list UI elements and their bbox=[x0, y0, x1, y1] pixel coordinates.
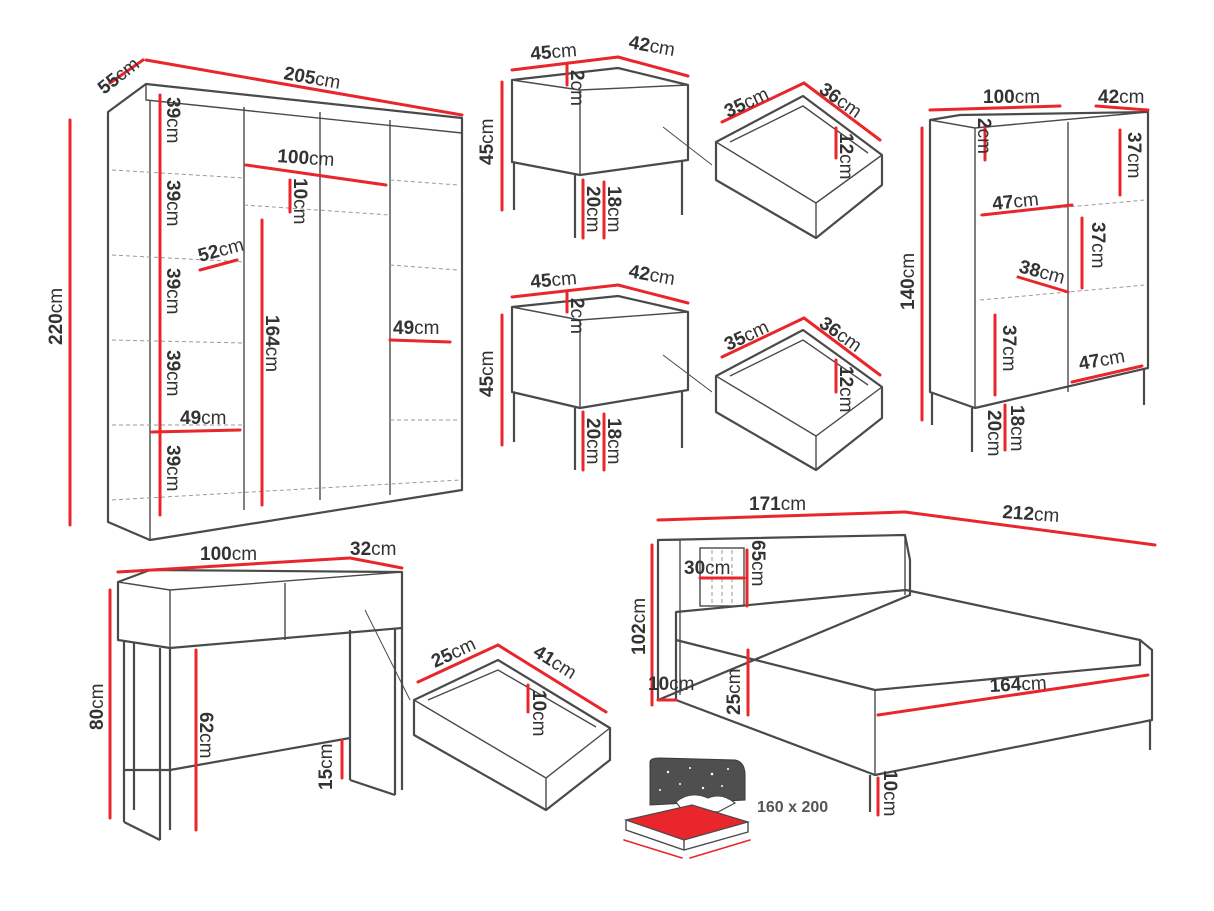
console-frame-label: 15cm bbox=[316, 744, 337, 790]
console-drawer-height-label: 10cm bbox=[528, 690, 549, 736]
wardrobe-rail-gap-label: 10cm bbox=[289, 178, 310, 224]
console-drawer bbox=[412, 643, 612, 812]
showcase-shelf-width-label: 47cm bbox=[991, 189, 1039, 215]
drawer-top-labels: 35cm 36cm 12cm bbox=[721, 79, 865, 180]
bed-side-label: 25cm bbox=[724, 669, 745, 715]
bed-panel-width-label: 30cm bbox=[684, 558, 730, 579]
bed-panel-height-label: 65cm bbox=[747, 540, 768, 586]
showcase-shelf-low-label: 37cm bbox=[998, 325, 1019, 371]
nightstand-top-leg-inner-label: 18cm bbox=[603, 186, 624, 232]
drawer-bottom bbox=[714, 316, 884, 472]
console-depth-label: 32cm bbox=[350, 539, 396, 560]
bed-headboard-label: 102cm bbox=[629, 598, 650, 655]
wardrobe-shelf-4-label: 39cm bbox=[162, 350, 183, 396]
drawer-bottom-depth-label: 36cm bbox=[815, 313, 865, 357]
showcase bbox=[920, 104, 1150, 452]
drawer-bottom-height-label: 12cm bbox=[835, 366, 856, 412]
showcase-shelf-mid-label: 37cm bbox=[1087, 222, 1108, 268]
nightstand-bottom bbox=[500, 283, 713, 472]
console-labels: 100cm 32cm 80cm 62cm 15cm bbox=[87, 539, 396, 790]
bed-leg-label: 10cm bbox=[879, 770, 900, 816]
console bbox=[108, 556, 411, 841]
nightstand-bottom-top-label: 2cm bbox=[566, 298, 587, 334]
bed-base-label: 10cm bbox=[648, 674, 694, 695]
mattress-size-label: 160 x 200 bbox=[757, 799, 828, 816]
showcase-width-label: 100cm bbox=[983, 87, 1040, 108]
showcase-depth-label: 42cm bbox=[1098, 87, 1144, 108]
nightstand-top-leg-label: 20cm bbox=[582, 186, 603, 232]
wardrobe bbox=[68, 58, 464, 542]
drawer-top bbox=[714, 81, 884, 240]
nightstand-bottom-leg-inner-label: 18cm bbox=[603, 418, 624, 464]
mattress-icon bbox=[623, 757, 751, 859]
bed bbox=[650, 510, 1157, 817]
bed-width-label: 171cm bbox=[749, 494, 806, 515]
nightstand-bottom-width-label: 45cm bbox=[530, 268, 578, 293]
bed-labels: 171cm 212cm 102cm 30cm 65cm 10cm 25cm 16… bbox=[629, 494, 1060, 816]
drawer-top-height-label: 12cm bbox=[835, 133, 856, 179]
showcase-height-label: 140cm bbox=[898, 253, 919, 310]
showcase-leg-inner-label: 18cm bbox=[1006, 405, 1027, 451]
nightstand-bottom-labels: 45cm 42cm 45cm 2cm 20cm 18cm bbox=[477, 261, 677, 464]
wardrobe-shelf-2-label: 39cm bbox=[162, 180, 183, 226]
nightstand-bottom-height-label: 45cm bbox=[477, 351, 498, 397]
wardrobe-right-shelf-label: 49cm bbox=[393, 318, 439, 339]
console-height-label: 80cm bbox=[87, 684, 108, 730]
console-inner-height-label: 62cm bbox=[195, 712, 216, 758]
nightstand-bottom-depth-label: 42cm bbox=[627, 261, 676, 290]
nightstand-top-depth-label: 42cm bbox=[627, 32, 676, 61]
showcase-labels: 100cm 42cm 140cm 2cm 37cm 47cm 37cm 38cm… bbox=[898, 87, 1144, 456]
wardrobe-shelf-5-label: 39cm bbox=[162, 445, 183, 491]
wardrobe-shelf-3-label: 39cm bbox=[162, 268, 183, 314]
showcase-leg-label: 20cm bbox=[983, 410, 1004, 456]
drawer-top-depth-label: 36cm bbox=[815, 79, 865, 123]
nightstand-top-height-label: 45cm bbox=[477, 119, 498, 165]
showcase-top-label: 2cm bbox=[973, 118, 994, 154]
bed-length-label: 212cm bbox=[1002, 502, 1060, 527]
bed-inner-width-label: 164cm bbox=[989, 673, 1047, 697]
showcase-shelf-top-label: 37cm bbox=[1123, 132, 1144, 178]
wardrobe-rail-width-label: 100cm bbox=[277, 146, 335, 171]
console-width-label: 100cm bbox=[200, 544, 257, 565]
nightstand-bottom-leg-label: 20cm bbox=[582, 418, 603, 464]
nightstand-top-width-label: 45cm bbox=[530, 40, 578, 65]
wardrobe-hanging-height-label: 164cm bbox=[261, 315, 282, 372]
wardrobe-height-label: 220cm bbox=[46, 288, 67, 345]
nightstand-top-labels: 45cm 42cm 45cm 2cm 20cm 18cm bbox=[477, 32, 677, 232]
nightstand-top-top-label: 2cm bbox=[566, 70, 587, 106]
console-drawer-depth-label: 41cm bbox=[529, 641, 580, 683]
wardrobe-labels: 55cm 205cm 220cm 39cm 39cm 39cm 39cm 39c… bbox=[46, 54, 439, 492]
wardrobe-shelf-width-label: 49cm bbox=[180, 408, 226, 429]
wardrobe-shelf-1-label: 39cm bbox=[162, 97, 183, 143]
showcase-shelf-bottom-label: 47cm bbox=[1077, 346, 1126, 375]
nightstand-top bbox=[500, 55, 713, 240]
